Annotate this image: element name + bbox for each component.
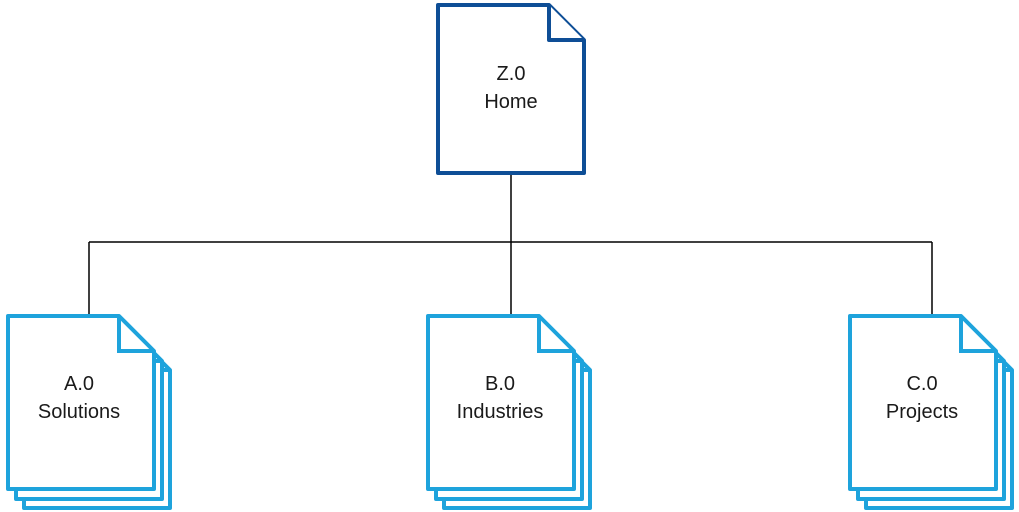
node-home-code: Z.0: [497, 63, 526, 85]
document-fold: [547, 5, 584, 42]
node-projects-label: Projects: [886, 401, 958, 423]
node-industries[interactable]: B.0 Industries: [426, 314, 592, 510]
node-projects[interactable]: C.0 Projects: [848, 314, 1014, 510]
document-stack-icon: [6, 314, 172, 510]
document-icon: [436, 3, 586, 175]
node-solutions[interactable]: A.0 Solutions: [6, 314, 172, 510]
connectors: [88, 173, 933, 316]
node-industries-label: Industries: [457, 401, 544, 423]
node-industries-code: B.0: [485, 373, 515, 395]
node-solutions-code: A.0: [64, 373, 94, 395]
node-solutions-label: Solutions: [38, 401, 120, 423]
node-projects-code: C.0: [906, 373, 937, 395]
node-home[interactable]: Z.0 Home: [436, 3, 586, 175]
document-stack-icon: [848, 314, 1014, 510]
node-home-label: Home: [484, 91, 537, 113]
document-stack-icon: [426, 314, 592, 510]
